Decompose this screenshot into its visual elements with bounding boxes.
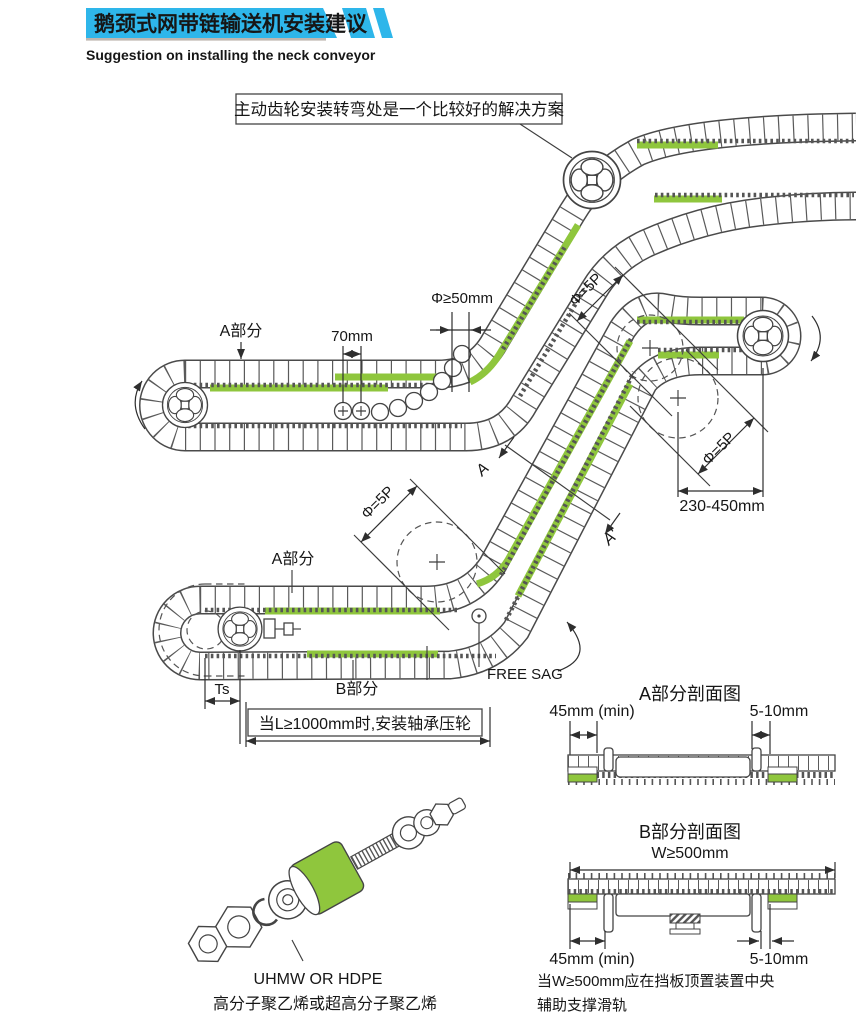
main-part-b-label: B部分: [336, 680, 379, 698]
section-a-left-dim: 45mm (min): [549, 703, 634, 720]
product-plate: [615, 893, 751, 917]
section-mark-a2: A': [599, 526, 622, 549]
material-en: UHMW OR HDPE: [254, 971, 383, 988]
svg-text:230-450mm: 230-450mm: [679, 498, 764, 515]
guide-post-right: [751, 893, 762, 933]
dim-takeup-travel: Ts: [204, 650, 241, 744]
section-b-title: B部分剖面图: [639, 822, 741, 842]
wear-strip-right: [767, 893, 798, 903]
material-cn: 高分子聚乙烯或超高分子聚乙烯: [213, 995, 437, 1013]
header-shadow: [86, 38, 326, 41]
section-b-view: B部分剖面图 W≥500mm 45mm (min) 5-10mm 当W≥500m…: [537, 822, 836, 1014]
section-b-width-dim: W≥500mm: [651, 845, 728, 862]
callout: 主动齿轮安装转弯处是一个比较好的解决方案: [234, 93, 573, 159]
dim-70mm: 70mm: [331, 328, 373, 403]
callout-box: [235, 93, 563, 125]
wear-strip-right: [767, 773, 798, 783]
tensioner-bolt: [263, 618, 301, 639]
callout-text: 主动齿轮安装转弯处是一个比较好的解决方案: [234, 100, 565, 119]
guide-post-right: [751, 747, 762, 772]
wear-strip-left: [567, 893, 598, 903]
free-sag-annotation: FREE SAG: [471, 608, 581, 683]
svg-text:Ts: Ts: [215, 681, 230, 698]
head-sprocket-icon: [736, 309, 790, 363]
section-b-note-line2: 辅助支撑滑轨: [537, 997, 627, 1014]
section-b-left-dim: 45mm (min): [549, 951, 634, 968]
dim-roller-dia: Φ≥50mm: [430, 290, 493, 392]
upper-conveyor-assembly: A部分 70mm Φ≥50mm: [133, 127, 856, 437]
guide-post-left: [603, 893, 614, 933]
svg-text:当L≥1000mm时,安装轴承压轮: 当L≥1000mm时,安装轴承压轮: [259, 715, 471, 733]
chain-rows: [188, 138, 854, 429]
drive-sprocket-icon: [562, 150, 622, 210]
svg-text:70mm: 70mm: [331, 328, 373, 345]
main-part-a-label: A部分: [272, 550, 315, 568]
section-a-right-dim: 5-10mm: [750, 703, 809, 720]
guide-post-left: [603, 747, 614, 772]
dim-offset-range: 230-450mm: [677, 368, 765, 515]
section-b-right-dim: 5-10mm: [750, 951, 809, 968]
page-header: 鹅颈式网带链输送机安装建议 Suggestion on installing t…: [86, 8, 393, 63]
callout-leader: [519, 123, 573, 159]
svg-text:Φ=5P: Φ=5P: [699, 429, 739, 469]
upper-part-a-label: A部分: [220, 322, 263, 340]
wear-strip-left: [567, 773, 598, 783]
rotation-arrow-cw: [810, 315, 821, 362]
section-a-title: A部分剖面图: [639, 684, 741, 704]
page-subtitle: Suggestion on installing the neck convey…: [86, 47, 376, 63]
idler-sprocket-icon: [161, 381, 209, 429]
bearing-note: 当L≥1000mm时,安装轴承压轮: [245, 702, 491, 747]
center-support-rail: [669, 913, 701, 935]
takeup-sprocket-icon: [217, 606, 263, 652]
product-plate: [615, 756, 751, 778]
roller-exploded-view: UHMW OR HDPE 高分子聚乙烯或超高分子聚乙烯: [187, 797, 466, 1013]
header-bar: [86, 8, 337, 38]
header-stripe-2: [373, 8, 393, 38]
wear-strips: [210, 141, 722, 392]
material-leader: [291, 939, 304, 962]
page-title: 鹅颈式网带链输送机安装建议: [94, 12, 368, 36]
svg-text:FREE SAG: FREE SAG: [487, 666, 563, 683]
rotation-arrow-ccw: [133, 380, 146, 430]
section-mark-a: A: [472, 460, 492, 480]
support-rollers: [333, 344, 472, 422]
header-stripe-1: [342, 8, 375, 38]
threaded-shaft: [350, 831, 404, 870]
bend-pitch-circles: [396, 314, 719, 603]
snap-ring-icon: [252, 897, 279, 927]
section-b-note-line1: 当W≥500mm应在挡板顶置装置中央: [537, 972, 774, 990]
hex-nut-icon: [429, 803, 455, 826]
svg-text:Φ=5P: Φ=5P: [358, 483, 398, 523]
section-a-view: A部分剖面图 45mm (min) 5-10mm: [549, 684, 836, 785]
svg-text:Φ≥50mm: Φ≥50mm: [431, 290, 493, 307]
